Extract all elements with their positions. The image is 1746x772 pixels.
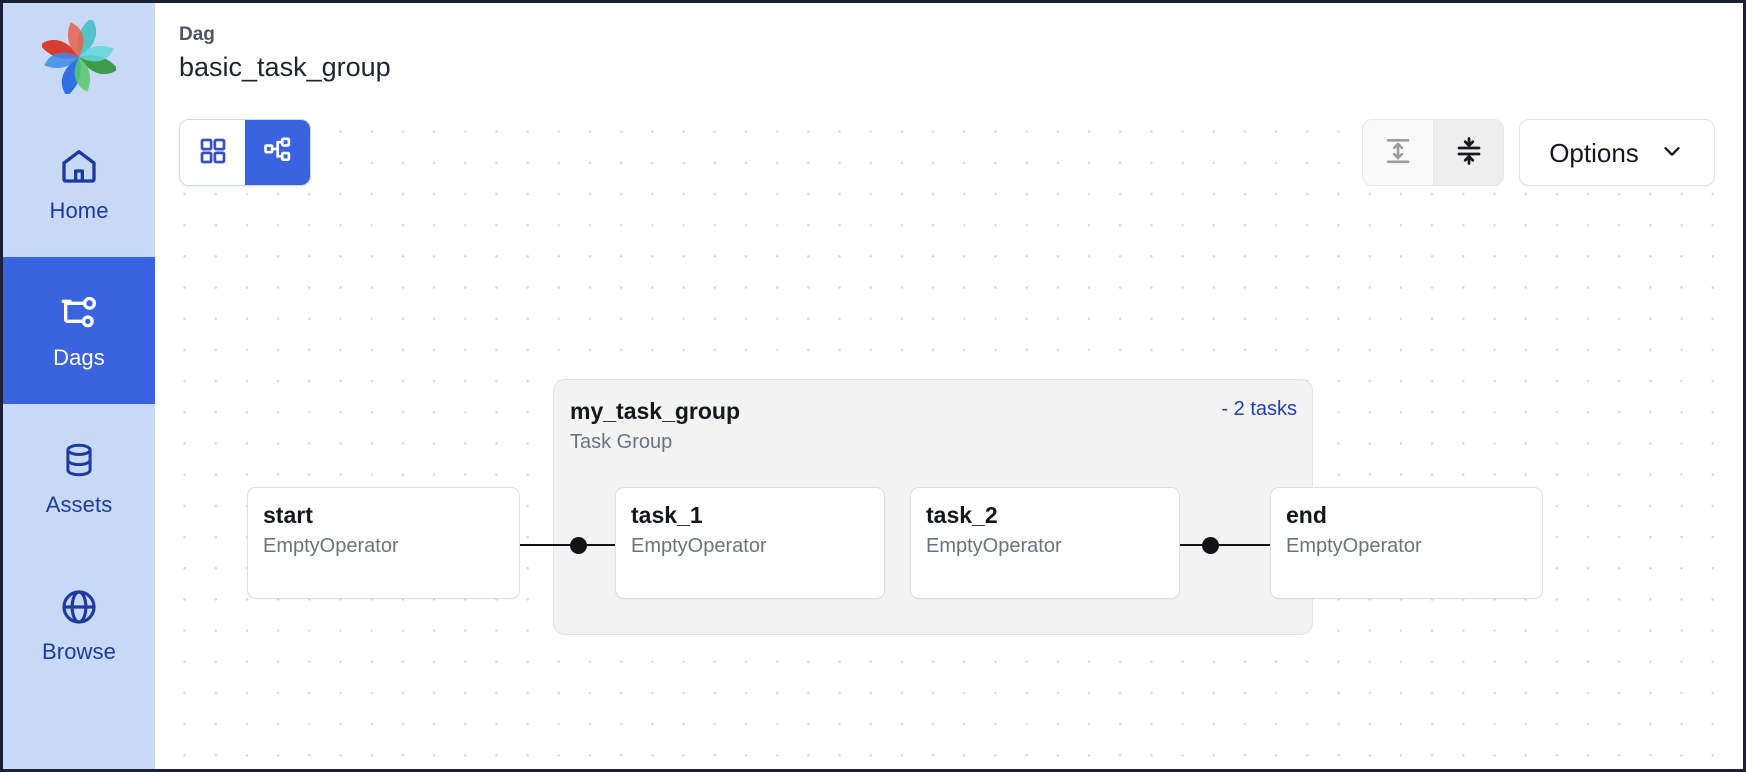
sidebar: Home Dags Asse <box>3 3 155 769</box>
options-button[interactable]: Options <box>1519 119 1715 186</box>
graph-view-button[interactable] <box>245 120 310 185</box>
sidebar-item-label-browse: Browse <box>42 639 116 664</box>
home-icon <box>58 145 100 187</box>
globe-icon <box>58 586 100 628</box>
grid-view-button[interactable] <box>180 120 245 185</box>
layout-direction-group <box>1362 119 1504 186</box>
task-group-subtitle: Task Group <box>570 431 673 453</box>
task-node-title: end <box>1286 502 1327 528</box>
dag-graph: my_task_group Task Group - 2 tasks start… <box>155 107 1743 769</box>
page-title: basic_task_group <box>179 51 391 82</box>
task-node-operator: EmptyOperator <box>1286 535 1422 557</box>
airflow-pinwheel-logo[interactable] <box>3 3 155 110</box>
edge-task_2-to-end <box>1180 544 1270 547</box>
database-icon <box>58 439 100 481</box>
task-node-title: start <box>263 502 313 528</box>
task-node-title: task_1 <box>631 502 703 528</box>
page-header: Dag basic_task_group <box>155 3 1743 85</box>
expand-vertical-icon <box>1383 136 1413 169</box>
chevron-down-icon <box>1659 138 1685 167</box>
dag-graph-icon <box>58 292 100 334</box>
task-node-operator: EmptyOperator <box>631 535 767 557</box>
sidebar-item-assets[interactable]: Assets <box>3 404 155 551</box>
task-node-end[interactable]: end EmptyOperator <box>1270 487 1543 599</box>
sidebar-item-browse[interactable]: Browse <box>3 551 155 698</box>
sidebar-item-label-dags: Dags <box>53 345 105 370</box>
edge-dot-start-to-task_1 <box>570 537 587 554</box>
sidebar-item-home[interactable]: Home <box>3 110 155 257</box>
breadcrumb-dag: Dag <box>179 24 215 45</box>
graph-icon <box>263 136 293 169</box>
task-node-start[interactable]: start EmptyOperator <box>247 487 520 599</box>
task-node-title: task_2 <box>926 502 998 528</box>
collapse-vertical-icon <box>1454 136 1484 169</box>
edge-start-to-task_1 <box>520 544 615 547</box>
pinwheel-icon <box>42 19 116 94</box>
sidebar-item-label-home: Home <box>49 198 109 223</box>
graph-canvas[interactable]: my_task_group Task Group - 2 tasks start… <box>155 107 1743 769</box>
task-node-task_1[interactable]: task_1 EmptyOperator <box>615 487 885 599</box>
view-toggle-group <box>179 119 311 186</box>
grid-icon <box>198 136 228 169</box>
options-label: Options <box>1549 137 1639 168</box>
task-node-operator: EmptyOperator <box>263 535 399 557</box>
graph-controls: Options <box>1362 119 1715 186</box>
sidebar-item-dags[interactable]: Dags <box>3 257 155 404</box>
task-group-title: my_task_group <box>570 398 741 424</box>
task-group-collapse-toggle[interactable]: - 2 tasks <box>1221 398 1297 420</box>
task-node-task_2[interactable]: task_2 EmptyOperator <box>910 487 1180 599</box>
expand-all-button[interactable] <box>1363 120 1433 185</box>
main-content: Dag basic_task_group my_task_group Task … <box>155 3 1743 769</box>
task-node-operator: EmptyOperator <box>926 535 1062 557</box>
sidebar-item-label-assets: Assets <box>45 492 113 517</box>
edge-dot-task_2-to-end <box>1202 537 1219 554</box>
collapse-all-button[interactable] <box>1433 120 1503 185</box>
